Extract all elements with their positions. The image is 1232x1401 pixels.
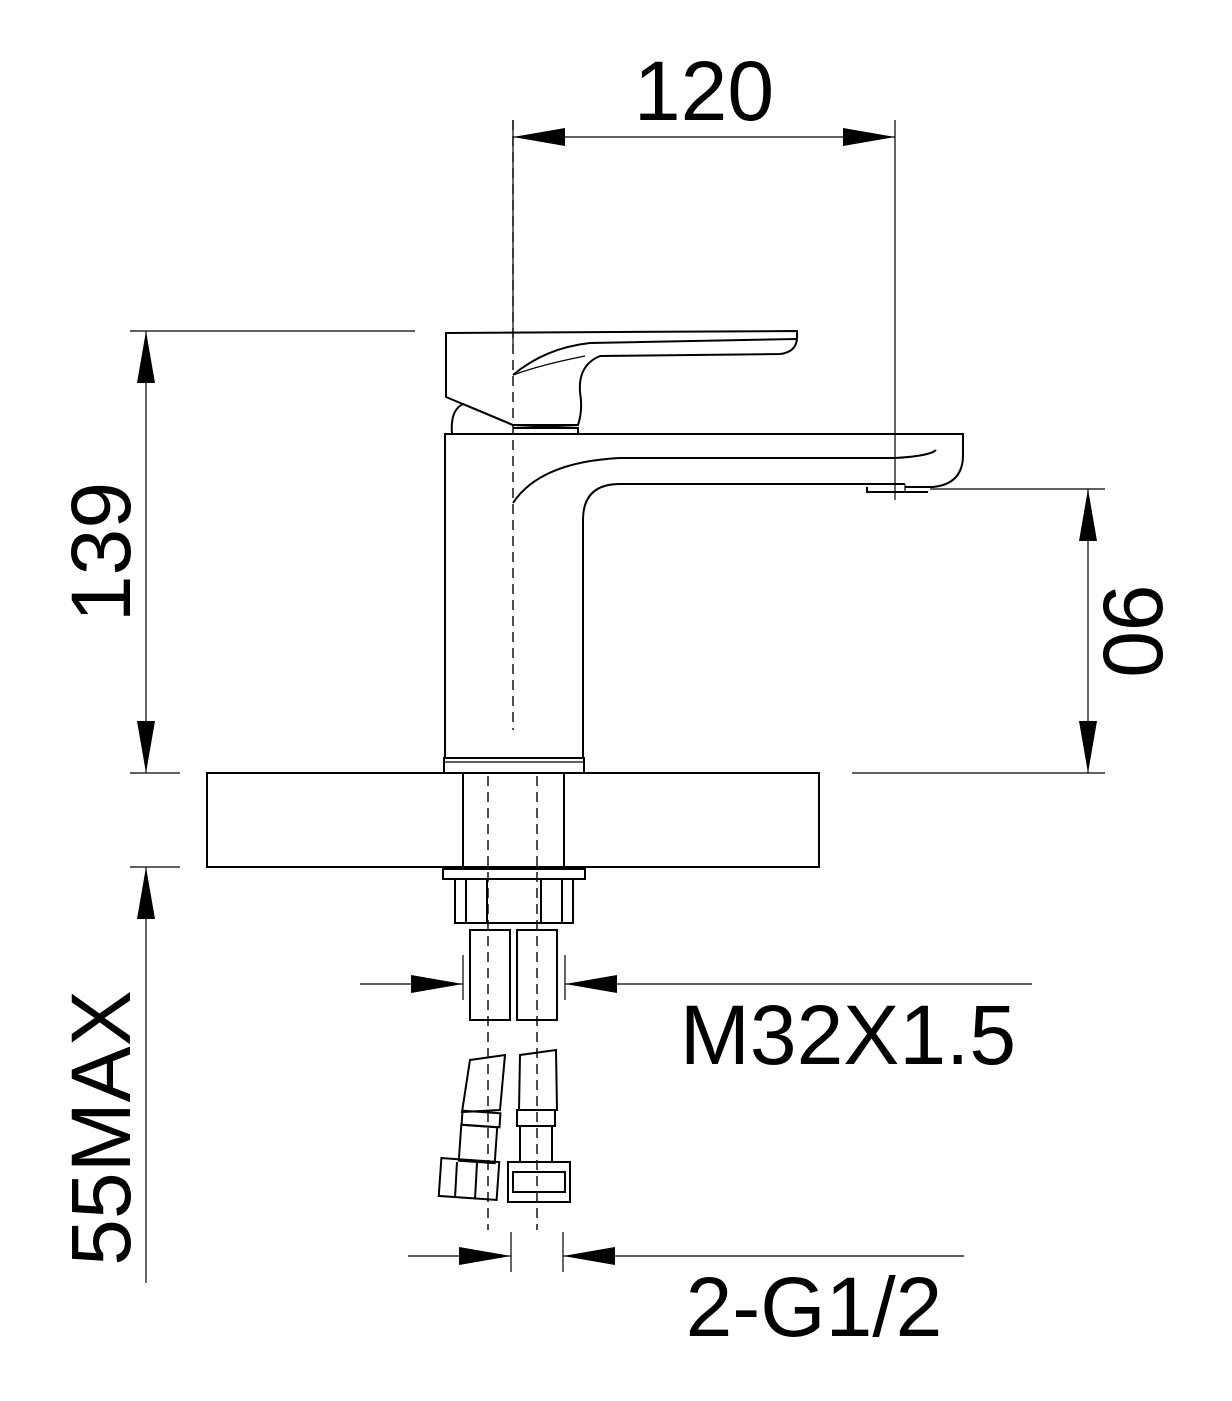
mounting-nut: [442, 868, 586, 924]
total-height-label: 139: [54, 482, 148, 622]
dimension-thread: M32X1.5: [360, 955, 1032, 1082]
dimension-spout-height: 90: [852, 488, 1180, 774]
countertop-section: [206, 772, 820, 868]
dimension-hose: 2-G1/2: [408, 1232, 964, 1354]
faucet-body: [443, 402, 964, 774]
hose-label: 2-G1/2: [686, 1260, 943, 1354]
thread-label: M32X1.5: [680, 988, 1016, 1082]
dimension-total-height: 139: [54, 330, 415, 774]
width-label: 120: [634, 44, 774, 138]
hose-left: [437, 929, 511, 1202]
lever-handle: [445, 329, 798, 426]
dimension-width: 120: [512, 44, 896, 500]
dimension-counter-thickness: 55MAX: [54, 866, 180, 1283]
spout-height-label: 90: [1086, 584, 1180, 677]
counter-thickness-label: 55MAX: [54, 990, 148, 1265]
hose-right: [507, 929, 571, 1203]
